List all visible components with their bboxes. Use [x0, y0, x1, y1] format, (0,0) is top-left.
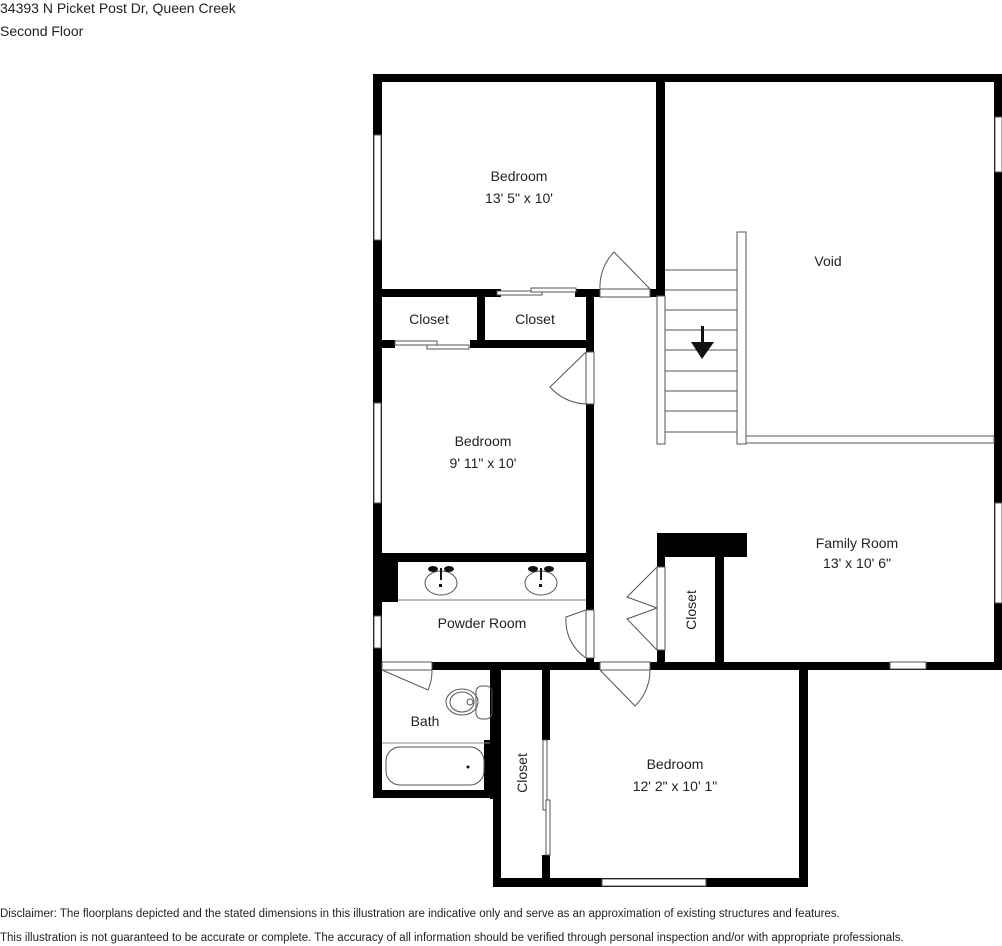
room-name-powder-room: Powder Room	[438, 615, 527, 631]
toilet-icon	[445, 685, 493, 720]
windows	[373, 116, 1002, 887]
sink-icon	[524, 566, 558, 596]
room-name-family-room: Family Room	[816, 535, 898, 551]
room-name-bedroom-mid: Bedroom	[455, 433, 512, 449]
room-dims-bedroom-mid: 9' 11" x 10'	[450, 455, 517, 471]
stairs-down-arrow-icon	[691, 326, 714, 359]
bathtub-icon	[385, 746, 485, 786]
room-dims-bedroom-top: 13' 5" x 10'	[485, 190, 553, 206]
sliding-doors	[394, 287, 577, 856]
door-swings	[381, 251, 666, 707]
room-name-bath: Bath	[411, 713, 440, 729]
property-address: 34393 N Picket Post Dr, Queen Creek	[0, 0, 236, 16]
room-name-closet-right: Closet	[515, 311, 555, 327]
disclaimer-line-2: This illustration is not guaranteed to b…	[0, 932, 904, 944]
vanity	[398, 566, 586, 601]
room-name-closet-bottom: Closet	[514, 753, 530, 793]
room-name-void: Void	[814, 253, 841, 269]
room-labels: Bedroom 13' 5" x 10' Void Closet Closet …	[409, 168, 898, 794]
room-name-closet-hall: Closet	[683, 590, 699, 630]
disclaimer-line-1: Disclaimer: The floorplans depicted and …	[0, 908, 840, 920]
room-name-closet-left: Closet	[409, 311, 449, 327]
sink-icon	[424, 566, 458, 596]
floor-label: Second Floor	[0, 23, 84, 39]
stairs	[656, 231, 995, 445]
room-dims-family-room: 13' x 10' 6"	[823, 555, 891, 571]
room-dims-bedroom-bottom: 12' 2" x 10' 1"	[633, 778, 718, 794]
room-name-bedroom-bottom: Bedroom	[647, 756, 704, 772]
room-name-bedroom-top: Bedroom	[491, 168, 548, 184]
